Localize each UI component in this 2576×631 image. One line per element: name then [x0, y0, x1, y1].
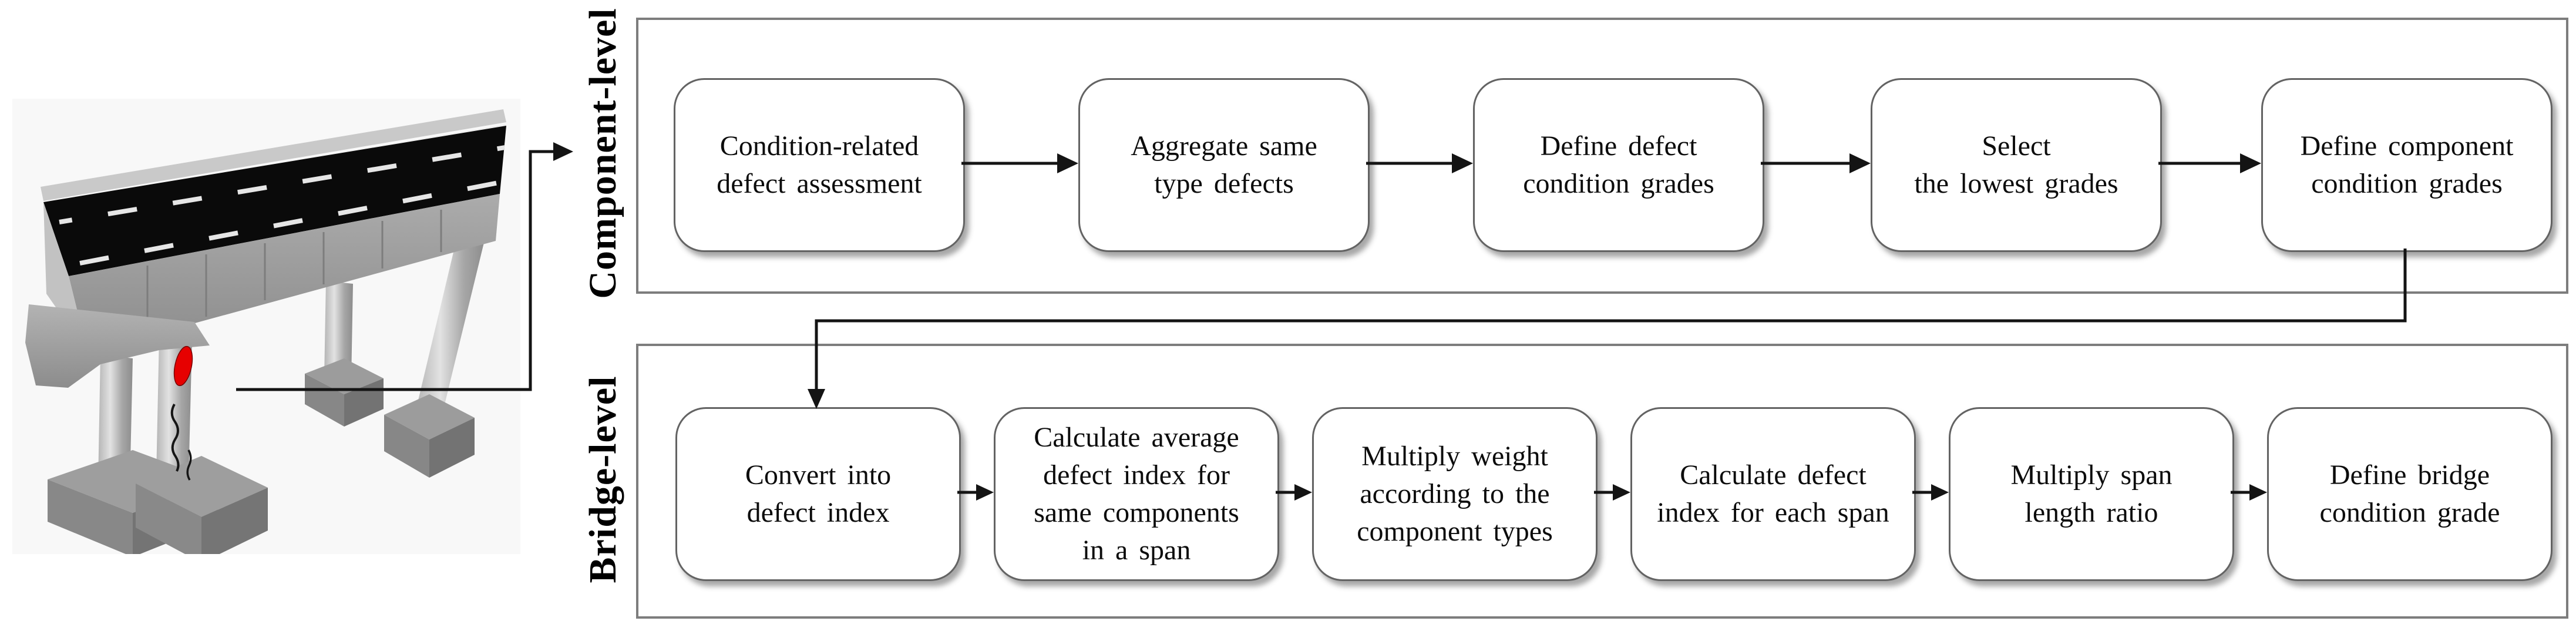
step-label: Multiply weight according to the compone…: [1357, 441, 1553, 547]
step-define-component-condition-grades: Define component condition grades: [2261, 78, 2553, 252]
step-label: Convert into defect index: [745, 459, 892, 528]
bridge-pier-right: [416, 235, 485, 414]
step-label: Select the lowest grades: [1914, 130, 2118, 199]
arrowhead-to-component-label: [553, 142, 573, 161]
step-condition-related-defect-assessment: Condition-related defect assessment: [674, 78, 965, 252]
component-level-label: Component-level: [581, 8, 624, 299]
step-convert-into-defect-index: Convert into defect index: [675, 407, 961, 581]
step-label: Define defect condition grades: [1523, 130, 1714, 199]
step-calculate-defect-index-each-span: Calculate defect index for each span: [1630, 407, 1916, 581]
step-label: Define bridge condition grade: [2319, 459, 2500, 528]
step-calculate-average-defect-index: Calculate average defect index for same …: [994, 407, 1279, 581]
bridge-3d-render: [25, 109, 507, 563]
bridge-pier-cap: [25, 304, 210, 388]
step-label: Multiply span length ratio: [2010, 459, 2173, 528]
defect-highlight: [173, 345, 193, 387]
crack-mark: [170, 404, 180, 472]
step-define-bridge-condition-grade: Define bridge condition grade: [2267, 407, 2553, 581]
step-label: Condition-related defect assessment: [717, 130, 922, 199]
crack-mark-small: [186, 449, 192, 481]
step-label: Calculate average defect index for same …: [1034, 422, 1239, 566]
step-define-defect-condition-grades: Define defect condition grades: [1473, 78, 1764, 252]
step-label: Aggregate same type defects: [1131, 130, 1317, 199]
bridge-level-label: Bridge-level: [581, 375, 624, 583]
bridge-illustration: [12, 99, 520, 563]
step-label: Calculate defect index for each span: [1657, 459, 1889, 528]
step-multiply-weight-component-types: Multiply weight according to the compone…: [1312, 407, 1598, 581]
step-aggregate-same-type-defects: Aggregate same type defects: [1078, 78, 1370, 252]
step-select-lowest-grades: Select the lowest grades: [1871, 78, 2162, 252]
step-multiply-span-length-ratio: Multiply span length ratio: [1949, 407, 2234, 581]
step-label: Define component condition grades: [2300, 130, 2514, 199]
